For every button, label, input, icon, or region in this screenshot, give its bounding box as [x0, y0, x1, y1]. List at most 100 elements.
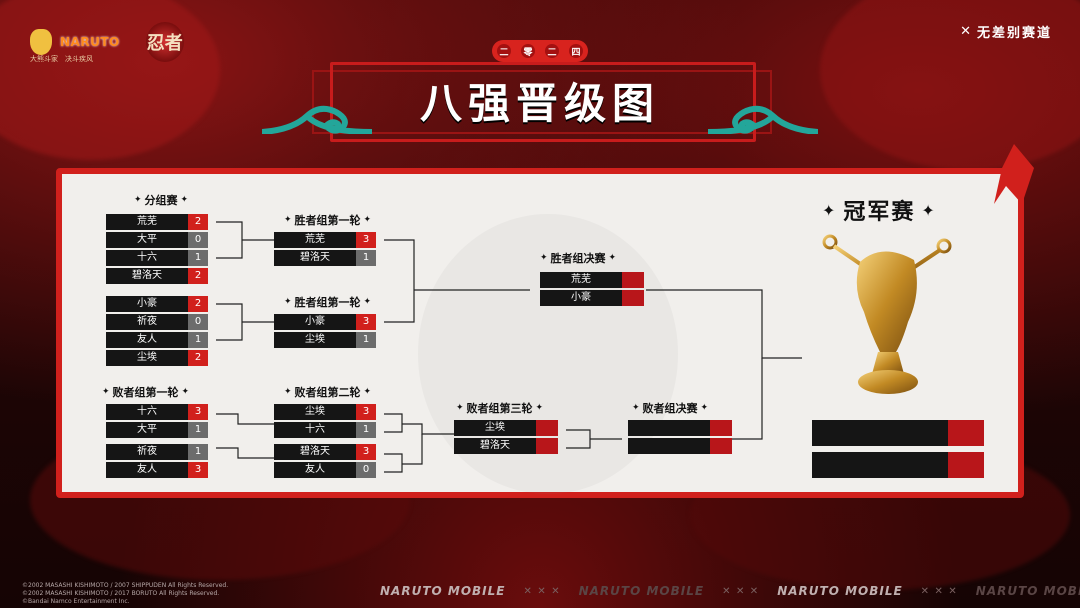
section-title-text: 分组赛 [144, 194, 178, 207]
section-title-text: 胜者组决赛 [550, 252, 606, 265]
team-name: 荒芜 [106, 214, 188, 230]
shuriken-icon: ✦ [181, 387, 190, 397]
team-score: 2 [188, 214, 208, 230]
team-score [710, 438, 732, 454]
team-row: 小豪 [540, 290, 644, 306]
section-title-losers-r1: ✦败者组第一轮✦ [102, 384, 189, 400]
team-score: 0 [356, 462, 376, 478]
section-title-text: 败者组第三轮 [466, 402, 533, 415]
team-name: 大平 [106, 422, 188, 438]
team-row: 碧洛天 [454, 438, 558, 454]
section-title-winners-r1-b: ✦胜者组第一轮✦ [284, 294, 371, 310]
team-name: 小豪 [540, 290, 622, 306]
team-name: 友人 [106, 462, 188, 478]
page-title: 八强晋级图 [419, 79, 660, 128]
team-name: 尘埃 [274, 332, 356, 348]
trophy-icon [822, 234, 952, 394]
team-name: 尘埃 [274, 404, 356, 420]
team-score: 1 [356, 250, 376, 266]
cross-icon: ✕ ✕ ✕ [722, 585, 760, 597]
section-title-text: 败者组第一轮 [112, 386, 179, 399]
team-row [628, 438, 732, 454]
footer-strip: NARUTO MOBILE ✕ ✕ ✕ NARUTO MOBILE ✕ ✕ ✕ … [380, 584, 1080, 598]
team-score: 1 [188, 332, 208, 348]
wave-swirl-icon [262, 105, 372, 134]
team-score [622, 290, 644, 306]
shuriken-icon: ✦ [632, 403, 640, 413]
copyright-line: ©2002 MASASHI KISHIMOTO / 2007 SHIPPUDEN… [22, 582, 229, 589]
team-score: 2 [188, 350, 208, 366]
team-score: 3 [356, 314, 376, 330]
team-name: 碧洛天 [106, 268, 188, 284]
team-name: 十六 [106, 250, 188, 266]
team-score: 3 [188, 462, 208, 478]
title-frame-outer [312, 70, 772, 134]
team-name: 小豪 [274, 314, 356, 330]
copyright-line: ©2002 MASASHI KISHIMOTO / 2017 BORUTO Al… [22, 590, 220, 597]
copyright-line: ©Bandai Namco Entertainment Inc. [22, 598, 130, 605]
logo-subtitle: 大熊斗家 决斗疾风 [30, 55, 93, 63]
team-name: 十六 [274, 422, 356, 438]
title-banner: 二 零 二 四 八强晋级图 [262, 40, 818, 150]
team-name [812, 420, 948, 446]
shuriken-icon: ✦ [363, 215, 372, 225]
naruto-logo: NARUTO [60, 35, 120, 49]
team-score: 3 [188, 404, 208, 420]
brand-text: 无差别赛道 [976, 26, 1052, 41]
grand-final-slot [812, 420, 984, 446]
team-score: 2 [188, 296, 208, 312]
team-score: 3 [356, 232, 376, 248]
shuriken-icon: ✦ [608, 253, 617, 263]
year-digit: 二 [545, 44, 559, 58]
team-name: 小豪 [106, 296, 188, 312]
team-score [536, 438, 558, 454]
shuriken-icon: ✦ [535, 403, 544, 413]
shuriken-icon: ✦ [363, 387, 372, 397]
team-score: 3 [356, 404, 376, 420]
section-title-text: 胜者组第一轮 [294, 214, 361, 227]
footer-brand: NARUTO MOBILE [380, 584, 506, 598]
team-score: 1 [188, 444, 208, 460]
team-score [948, 420, 984, 446]
year-digit: 四 [569, 44, 583, 58]
team-name: 祈夜 [106, 314, 188, 330]
grand-final-title: ✦ 冠军赛 ✦ [822, 194, 937, 226]
shuriken-icon: ✦ [180, 195, 189, 205]
logo-group: NARUTO 忍者 大熊斗家 决斗疾风 [30, 22, 184, 63]
team-score: 1 [356, 332, 376, 348]
team-name: 十六 [106, 404, 188, 420]
title-frame-inner [330, 62, 756, 142]
footer-brand: NARUTO MOBILE [777, 584, 903, 598]
copyright-notice: ©2002 MASASHI KISHIMOTO / 2007 SHIPPUDEN… [22, 582, 228, 606]
team-score: 1 [188, 250, 208, 266]
team-name: 碧洛天 [274, 250, 356, 266]
section-title-losers-r3: ✦败者组第三轮✦ [456, 400, 543, 416]
shuriken-icon: ✕ [960, 24, 973, 39]
shuriken-icon: ✦ [700, 403, 709, 413]
section-title-text: 败者组决赛 [642, 402, 698, 415]
shuriken-icon: ✦ [102, 387, 110, 397]
footer-brand: NARUTO MOBILE [578, 584, 705, 598]
team-name [628, 438, 710, 454]
section-title-group-stage: ✦分组赛✦ [134, 192, 188, 208]
team-score [710, 420, 732, 436]
team-name: 友人 [106, 332, 188, 348]
game-emblem: 忍者 [145, 22, 184, 62]
team-name: 大平 [106, 232, 188, 248]
grand-final-slot [812, 452, 984, 478]
year-digit: 零 [521, 44, 535, 58]
shuriken-icon: ✦ [822, 200, 838, 220]
